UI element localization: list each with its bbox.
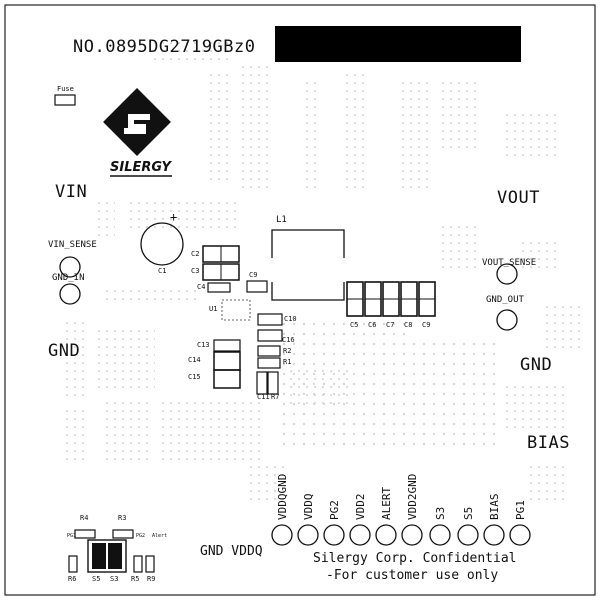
r5-footprint (133, 555, 143, 573)
c11-label: C11 (257, 393, 270, 401)
c1-label: C1 (158, 267, 167, 275)
output-caps (346, 281, 436, 317)
r3-footprint (112, 529, 134, 539)
c1-footprint (140, 222, 184, 266)
footer-confidential: Silergy Corp. Confidential (313, 551, 517, 566)
r6-label: R6 (68, 575, 77, 583)
gnd-out-label: GND_OUT (486, 295, 524, 305)
pad-label-pg1: PG1 (514, 500, 527, 520)
svg-text:+: + (170, 210, 177, 224)
c7-label: C7 (386, 321, 395, 329)
c9-label: C9 (249, 271, 258, 279)
l1-label: L1 (276, 215, 287, 225)
r1-footprint (257, 357, 281, 369)
gnd-in-label: GND_IN (52, 273, 85, 283)
bias-label: BIAS (527, 433, 570, 453)
r7-label: R7 (271, 393, 280, 401)
via-field (60, 40, 580, 500)
pad-label-pg2: PG2 (328, 500, 341, 520)
r3-label: R3 (118, 514, 127, 522)
vin-sense-testpoint (59, 256, 81, 278)
alert-small-label: Alert (152, 533, 168, 539)
r2-label: R2 (283, 347, 292, 355)
pad-label-vddqgnd: VDDQGND (276, 473, 289, 520)
vin-sense-label: VIN_SENSE (48, 240, 97, 250)
r5-label: R5 (131, 575, 140, 583)
pg2-small-label: PG2 (136, 533, 146, 539)
r6-footprint (68, 555, 78, 573)
c3-label: C3 (191, 267, 200, 275)
fuse-label: Fuse (57, 85, 74, 93)
vout-label: VOUT (497, 188, 540, 208)
pad-label-s3: S3 (434, 506, 447, 520)
fuse-footprint (54, 94, 76, 106)
s5-s3-switch-footprint (87, 539, 127, 573)
c8-label: C8 (404, 321, 413, 329)
r1-label: R1 (283, 358, 292, 366)
vout-sense-label: VOUT_SENSE (482, 258, 537, 268)
vout-sense-testpoint (496, 263, 518, 285)
pad-label-s5: S5 (462, 506, 475, 520)
c10-label: C10 (284, 315, 297, 323)
r2-footprint (257, 345, 281, 357)
redaction-bar (275, 26, 521, 62)
c5-label: C5 (350, 321, 359, 329)
c14-label: C14 (188, 356, 201, 364)
c6-label: C6 (368, 321, 377, 329)
pad-label-vdd2gnd: VDD2GND (406, 473, 419, 520)
gnd-left-label: GND (48, 341, 81, 361)
c15-footprint (213, 369, 241, 389)
c15-label: C15 (188, 373, 201, 381)
pad-label-vdd2: VDD2 (354, 493, 367, 521)
r4-footprint (74, 529, 96, 539)
c11-footprint (256, 371, 268, 395)
u1-label: U1 (209, 305, 218, 313)
c4-label: C4 (197, 283, 206, 291)
c16-footprint (257, 329, 283, 342)
r4-label: R4 (80, 514, 89, 522)
c9b-label: C9 (422, 321, 431, 329)
c9-footprint (246, 280, 268, 293)
l1-footprint (271, 229, 345, 301)
c13-footprint (213, 339, 241, 352)
c2-label: C2 (191, 250, 200, 258)
vin-label: VIN (55, 182, 88, 202)
part-number: NO.0895DG2719GBz0 (73, 37, 256, 57)
r7-footprint (267, 371, 279, 395)
c4-footprint (207, 282, 231, 293)
gnd-right-label: GND (520, 355, 553, 375)
pad-label-alert: ALERT (380, 486, 393, 520)
u1-footprint (221, 299, 251, 321)
pad-label-bias: BIAS (488, 493, 501, 521)
gnd-vddq-label: GND VDDQ (200, 544, 263, 559)
s3-label: S3 (110, 575, 119, 583)
r9-label: R9 (147, 575, 156, 583)
signal-pad-circles (271, 524, 531, 546)
s5-label: S5 (92, 575, 101, 583)
c10-footprint (257, 313, 283, 326)
gnd-out-testpoint (496, 309, 518, 331)
gnd-in-testpoint (59, 283, 81, 305)
silergy-logo-text: SILERGY (110, 160, 171, 175)
pad-label-vddq: VDDQ (302, 493, 315, 521)
footer-customer-use: -For customer use only (326, 568, 499, 583)
r9-footprint (145, 555, 155, 573)
c13-label: C13 (197, 341, 210, 349)
c16-label: C16 (282, 336, 295, 344)
pg1-small-label: PG1 (67, 533, 77, 539)
